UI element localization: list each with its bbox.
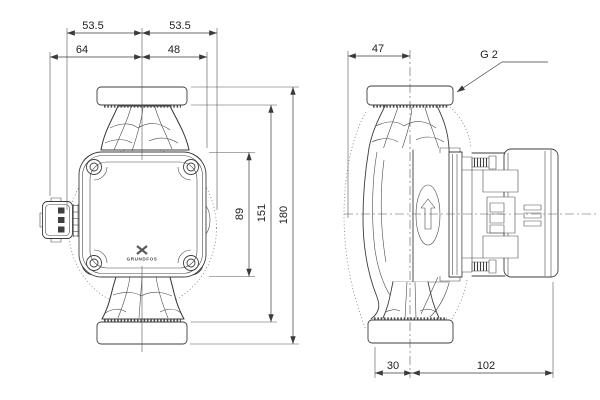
side-bottom-neck	[382, 276, 450, 319]
front-top-neck	[100, 105, 190, 152]
bolt-hole	[183, 255, 199, 271]
thread-label-g2: G 2	[480, 49, 498, 61]
front-electrical-connector	[39, 197, 80, 243]
side-shell-dotted-outline	[343, 111, 367, 331]
bolt-hole	[86, 159, 102, 175]
bolt-hole	[86, 255, 102, 271]
flow-direction-arrow-icon	[420, 198, 436, 230]
flow-badge-oval	[415, 184, 441, 246]
side-top-neck	[368, 105, 450, 153]
thread-callout	[456, 61, 548, 93]
side-view	[343, 50, 597, 378]
dim-label-102: 102	[477, 360, 495, 372]
terminal-pin	[523, 212, 542, 219]
side-dotted-arc-bottom	[447, 279, 468, 327]
grundfos-logo: GRUNDFOS	[127, 245, 158, 262]
front-pump-body	[78, 151, 211, 278]
side-bottom-flange	[367, 317, 454, 344]
dim-label-151: 151	[256, 204, 268, 222]
connector-pin	[58, 226, 65, 233]
connector-pin	[58, 207, 65, 214]
connector-pin	[58, 217, 65, 223]
dim-label-53-5-right: 53.5	[169, 20, 190, 32]
dim-label-47: 47	[372, 43, 384, 55]
dim-label-30: 30	[387, 360, 399, 372]
clamp-bolt-bottom	[471, 259, 497, 274]
dim-label-64: 64	[76, 44, 88, 56]
side-dotted-arc-top	[449, 106, 472, 149]
dim-label-180: 180	[278, 206, 290, 224]
dimensions: 53.5 53.5 64 48 89 151 180 47 G 2 30 102	[49, 20, 554, 378]
dim-label-48: 48	[168, 44, 180, 56]
side-motor-housing	[439, 147, 559, 282]
front-bottom-neck	[101, 276, 185, 320]
side-pump-head	[362, 147, 450, 320]
bolt-hole	[183, 159, 199, 175]
grundfos-logo-text: GRUNDFOS	[127, 257, 158, 262]
dim-label-89: 89	[234, 208, 246, 220]
clamp-bolt-top	[471, 155, 497, 170]
front-view: GRUNDFOS	[39, 28, 217, 352]
terminal-pin	[523, 220, 542, 227]
terminal-pin	[523, 204, 542, 211]
dim-label-53-5-left: 53.5	[82, 20, 103, 32]
